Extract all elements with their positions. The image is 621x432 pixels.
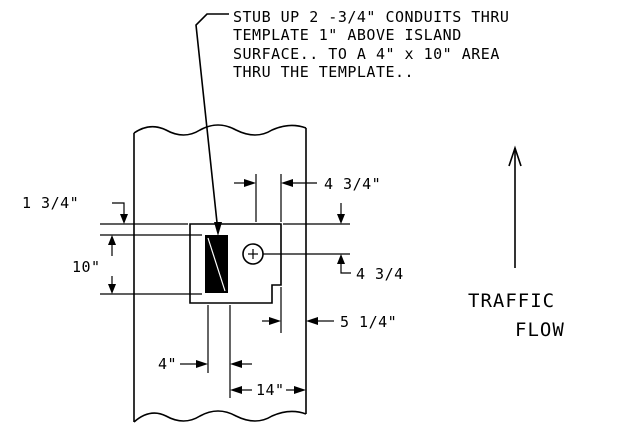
bottom-dimensions: 4" 14" xyxy=(158,305,306,399)
anchor-circle xyxy=(242,243,264,265)
note-text: STUB UP 2 -3/4" CONDUITS THRU TEMPLATE 1… xyxy=(233,8,509,81)
template-plate xyxy=(189,223,282,304)
dim-bottom-width-label: 14" xyxy=(256,381,285,399)
note-line-1: STUB UP 2 -3/4" CONDUITS THRU xyxy=(233,8,509,26)
conduit-hatch xyxy=(207,237,226,292)
dim-bottom-small-label: 4" xyxy=(158,355,177,373)
island-outline xyxy=(133,124,307,423)
left-dimensions: 1 3/4" 10" xyxy=(22,194,202,295)
dim-left-height-label: 10" xyxy=(72,258,101,276)
top-right-dimension: 4 3/4" xyxy=(234,174,381,222)
conduit-area xyxy=(205,235,228,293)
leader-arrowhead xyxy=(214,222,222,236)
traffic-label-line1: TRAFFIC xyxy=(468,290,555,312)
right-low-dimension: 5 1/4" xyxy=(262,287,397,333)
traffic-label-line2: FLOW xyxy=(515,319,565,341)
note-line-2: TEMPLATE 1" ABOVE ISLAND xyxy=(233,26,462,44)
dim-left-top-label: 1 3/4" xyxy=(22,194,79,212)
bottom-break-line xyxy=(133,410,307,423)
dim-right-low-label: 5 1/4" xyxy=(340,313,397,331)
dim-right-mid-label: 4 3/4 xyxy=(356,265,404,283)
traffic-flow: TRAFFIC FLOW xyxy=(468,145,565,341)
right-mid-dimension: 4 3/4 xyxy=(263,203,404,283)
note-line-3: SURFACE.. TO A 4" x 10" AREA xyxy=(233,45,500,63)
dim-top-right-label: 4 3/4" xyxy=(324,175,381,193)
traffic-arrowhead xyxy=(508,145,522,167)
top-break-line xyxy=(133,124,307,136)
note-line-4: THRU THE TEMPLATE.. xyxy=(233,63,414,81)
note-leader xyxy=(195,13,229,236)
